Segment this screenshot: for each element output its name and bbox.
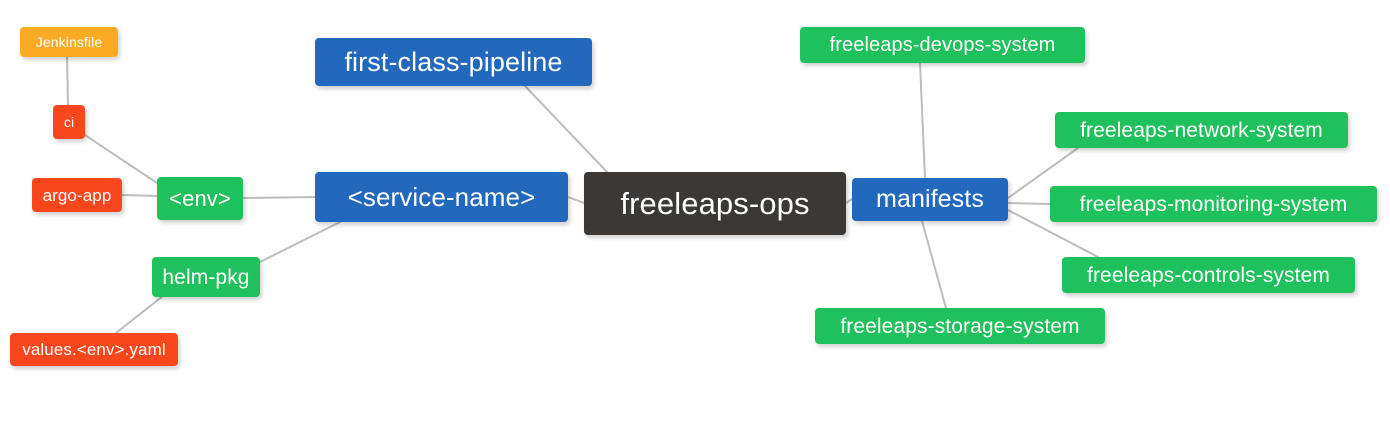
node-env[interactable]: <env> bbox=[157, 177, 243, 220]
node-freeleaps-controls-system[interactable]: freeleaps-controls-system bbox=[1062, 257, 1355, 293]
node-freeleaps-monitoring-system[interactable]: freeleaps-monitoring-system bbox=[1050, 186, 1377, 222]
node-freeleaps-ops[interactable]: freeleaps-ops bbox=[584, 172, 846, 235]
edge-service-name-to-helm-pkg bbox=[259, 221, 341, 263]
node-label-values-env-yaml: values.<env>.yaml bbox=[22, 340, 166, 359]
node-label-freeleaps-devops-system: freeleaps-devops-system bbox=[829, 34, 1056, 56]
edge-service-name-to-env bbox=[242, 196, 316, 199]
node-label-freeleaps-controls-system: freeleaps-controls-system bbox=[1087, 263, 1330, 287]
edge-env-to-ci bbox=[84, 134, 158, 184]
node-label-jenkinsfile: Jenkinsfile bbox=[35, 34, 103, 50]
edge-helm-pkg-to-values-env-yaml bbox=[115, 291, 169, 334]
node-label-freeleaps-storage-system: freeleaps-storage-system bbox=[840, 314, 1080, 338]
edge-freeleaps-ops-to-service-name bbox=[567, 196, 585, 204]
node-label-ci: ci bbox=[63, 114, 75, 130]
node-values-env-yaml[interactable]: values.<env>.yaml bbox=[10, 333, 178, 366]
node-first-class-pipeline[interactable]: first-class-pipeline bbox=[315, 38, 592, 86]
node-service-name[interactable]: <service-name> bbox=[315, 172, 568, 222]
node-helm-pkg[interactable]: helm-pkg bbox=[152, 257, 260, 297]
node-freeleaps-devops-system[interactable]: freeleaps-devops-system bbox=[800, 27, 1085, 63]
node-manifests[interactable]: manifests bbox=[852, 178, 1008, 221]
node-label-freeleaps-monitoring-system: freeleaps-monitoring-system bbox=[1079, 192, 1348, 216]
node-label-argo-app: argo-app bbox=[42, 185, 112, 205]
node-label-first-class-pipeline: first-class-pipeline bbox=[344, 46, 563, 77]
node-jenkinsfile[interactable]: Jenkinsfile bbox=[20, 27, 118, 57]
node-label-env: <env> bbox=[169, 185, 231, 211]
node-label-freeleaps-network-system: freeleaps-network-system bbox=[1080, 118, 1323, 142]
edge-manifests-to-freeleaps-devops-system bbox=[919, 62, 926, 179]
edge-env-to-argo-app bbox=[121, 194, 158, 197]
node-label-freeleaps-ops: freeleaps-ops bbox=[620, 186, 810, 221]
node-freeleaps-network-system[interactable]: freeleaps-network-system bbox=[1055, 112, 1348, 148]
edge-freeleaps-ops-to-first-class-pipeline bbox=[524, 85, 608, 173]
edge-ci-to-jenkinsfile bbox=[66, 56, 69, 106]
edge-manifests-to-freeleaps-storage-system bbox=[921, 220, 947, 309]
node-label-service-name: <service-name> bbox=[347, 182, 536, 212]
node-ci[interactable]: ci bbox=[53, 105, 85, 139]
node-argo-app[interactable]: argo-app bbox=[32, 178, 122, 212]
node-freeleaps-storage-system[interactable]: freeleaps-storage-system bbox=[815, 308, 1105, 344]
node-label-manifests: manifests bbox=[876, 185, 984, 213]
node-label-helm-pkg: helm-pkg bbox=[162, 265, 250, 289]
edge-manifests-to-freeleaps-monitoring-system bbox=[1007, 202, 1051, 205]
